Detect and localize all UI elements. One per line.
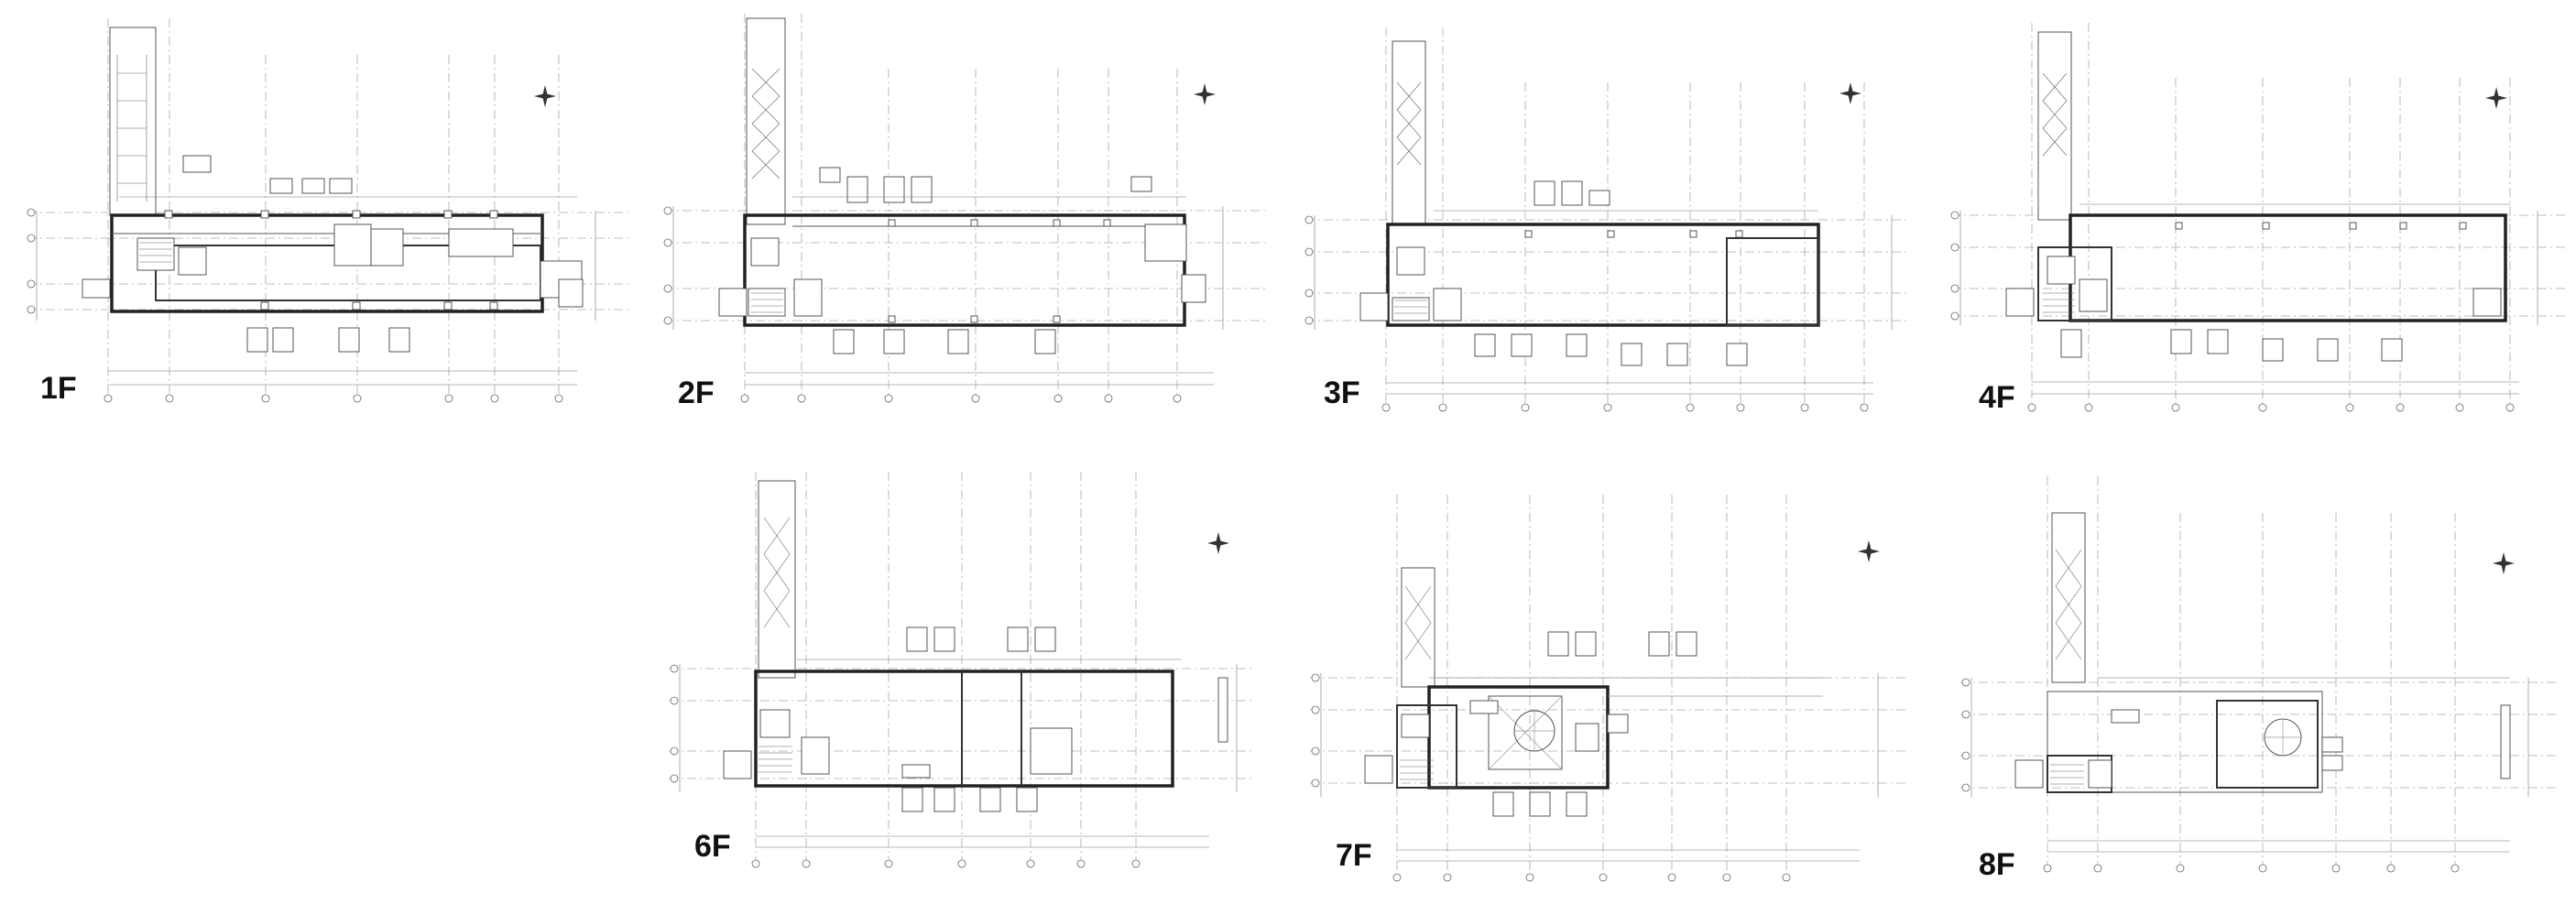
floor-label-1F: 1F	[40, 371, 77, 406]
plan-1F-drawing	[27, 18, 632, 403]
north-arrow-icon	[1839, 82, 1861, 104]
plan-2F: 2F	[663, 14, 1287, 421]
plan-4F-drawing	[1950, 23, 2565, 412]
plan-6F-drawing	[669, 472, 1255, 868]
plan-3F: 3F	[1304, 27, 1928, 430]
north-arrow-icon	[534, 85, 556, 107]
plan-6F: 6F	[669, 472, 1292, 875]
plan-3F-drawing	[1304, 27, 1910, 412]
north-arrow-icon	[1858, 540, 1880, 562]
floor-label-6F: 6F	[694, 829, 731, 864]
plan-7F-drawing	[1310, 495, 1905, 882]
floor-label-2F: 2F	[678, 376, 715, 410]
north-arrow-icon	[1194, 83, 1216, 105]
floor-label-4F: 4F	[1979, 380, 2015, 415]
north-arrow-icon	[1207, 532, 1229, 554]
north-arrow-icon	[2493, 552, 2515, 574]
plan-1F: 1F	[27, 18, 650, 421]
plan-8F: 8F	[1960, 476, 2574, 888]
north-arrow-icon	[2485, 87, 2507, 109]
plan-2F-drawing	[663, 14, 1269, 403]
plan-8F-drawing	[1960, 476, 2556, 873]
floor-label-3F: 3F	[1324, 376, 1360, 410]
plan-7F: 7F	[1310, 495, 1933, 888]
floor-label-7F: 7F	[1336, 838, 1372, 873]
plan-4F: 4F	[1950, 23, 2574, 430]
floor-label-8F: 8F	[1979, 847, 2015, 882]
